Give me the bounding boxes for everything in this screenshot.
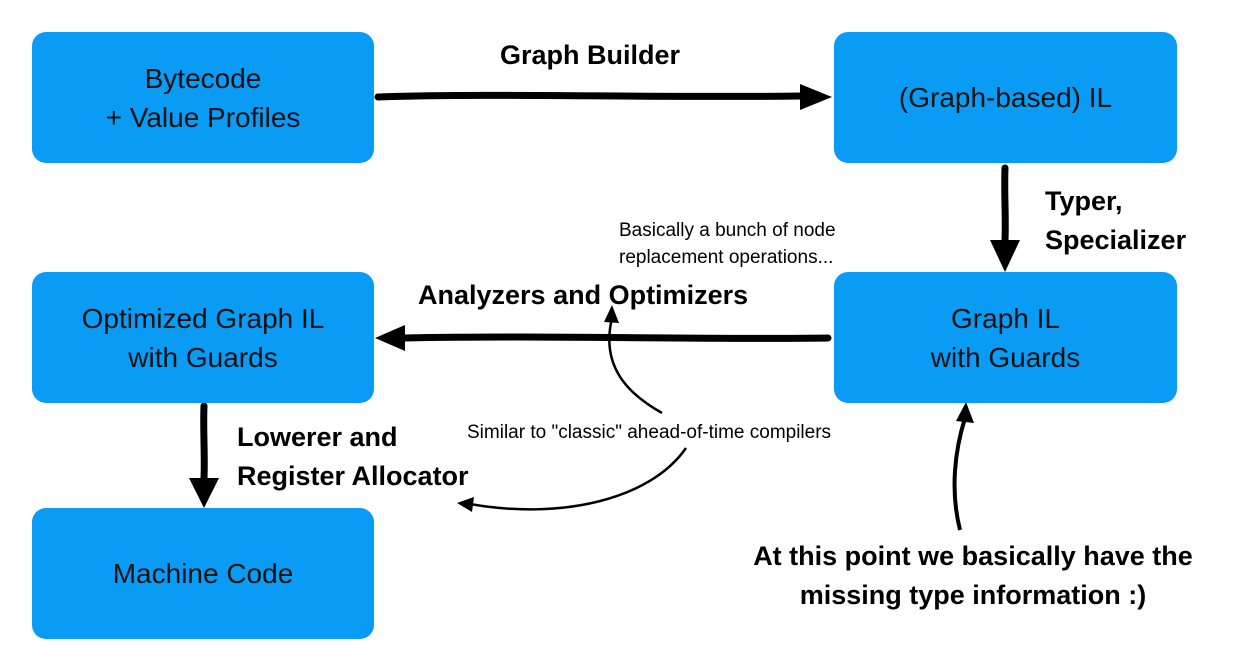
arrow-graph-builder xyxy=(374,84,832,110)
curve-arrow-to-graph-il-guards xyxy=(952,402,974,531)
arrow-lowerer-register-allocator xyxy=(189,402,219,508)
lowerer-register-allocator-label: Lowerer and Register Allocator xyxy=(237,422,469,491)
graph-il-guards-box-label: Graph IL with Guards xyxy=(930,302,1081,373)
analyzers-optimizers-label: Analyzers and Optimizers xyxy=(418,280,749,310)
graph-il-box: (Graph-based) IL xyxy=(834,32,1177,163)
optimized-il-box-label: Optimized Graph IL with Guards xyxy=(81,302,325,373)
graph-il-guards-box: Graph IL with Guards xyxy=(834,272,1177,403)
optimized-il-box: Optimized Graph IL with Guards xyxy=(32,272,374,403)
type-info-note: At this point we basically have the miss… xyxy=(753,541,1193,610)
graph-builder-label: Graph Builder xyxy=(500,40,681,70)
curve-arrow-to-lowerer xyxy=(457,447,688,512)
arrow-typer-specializer xyxy=(990,164,1020,272)
curve-arrow-to-analyzers xyxy=(604,305,663,415)
machine-code-box-label: Machine Code xyxy=(112,558,294,589)
graph-il-box-label: (Graph-based) IL xyxy=(898,82,1113,113)
bytecode-box-label: Bytecode + Value Profiles xyxy=(105,62,301,133)
machine-code-box: Machine Code xyxy=(32,508,374,639)
node-replacement-note: Basically a bunch of node replacement op… xyxy=(619,220,836,268)
classic-compilers-note: Similar to "classic" ahead-of-time compi… xyxy=(467,422,832,443)
typer-specializer-label: Typer, Specializer xyxy=(1045,186,1187,255)
arrow-analyzers-optimizers xyxy=(375,325,832,351)
bytecode-box: Bytecode + Value Profiles xyxy=(32,32,374,163)
